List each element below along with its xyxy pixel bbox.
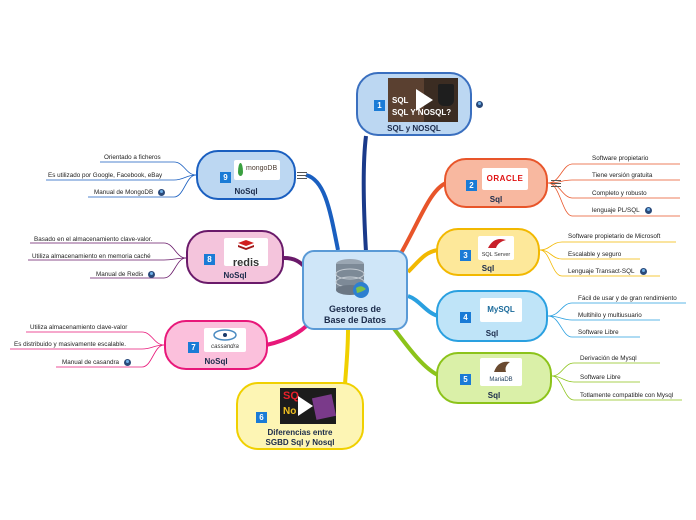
n9-leaf-2: Es utilizado por Google, Facebook, eBay xyxy=(48,172,163,179)
node-4-number: 4 xyxy=(460,312,471,323)
node-3-title: Sql xyxy=(481,264,495,273)
globe-icon[interactable] xyxy=(639,268,647,275)
n7-leaf-3: Manual de casandra xyxy=(62,359,132,366)
node-8-title: NoSql xyxy=(223,271,247,280)
sql-server-logo: SQL Server xyxy=(478,236,514,260)
node-1-globe-icon[interactable] xyxy=(476,101,483,108)
edge-center-n3 xyxy=(406,248,439,274)
node-3-sql-server[interactable]: 3 SQL Server Sql xyxy=(436,228,540,276)
mariadb-logo: MariaDB xyxy=(480,358,522,386)
leaf-lines-n8 xyxy=(28,242,187,279)
center-title-line2: Base de Datos xyxy=(323,315,387,325)
n2-leaf-3: Completo y robusto xyxy=(592,190,647,197)
edge-center-n1 xyxy=(361,135,368,253)
node-8-redis[interactable]: 8 redis NoSql xyxy=(186,230,284,284)
node-7-cassandra[interactable]: 7 cassandra NoSql xyxy=(164,320,268,370)
node-6-number: 6 xyxy=(256,412,267,423)
mongodb-logo: mongoDB xyxy=(234,160,280,180)
node-6-title-line1: Diferencias entre xyxy=(267,428,333,437)
n5-leaf-3: Totlamente compatible con Mysql xyxy=(580,392,674,399)
n2-leaf-2: Tiene versión gratuita xyxy=(592,172,653,179)
n3-leaf-3: Lenguaje Transact-SQL xyxy=(568,268,647,275)
play-icon xyxy=(416,89,433,111)
node-4-mysql[interactable]: 4 MySQL Sql xyxy=(436,290,548,342)
node-5-number: 5 xyxy=(460,374,471,385)
globe-icon[interactable] xyxy=(148,271,156,278)
n4-leaf-1: Fácil de usar y de gran rendimiento xyxy=(578,295,677,302)
node-2-number: 2 xyxy=(466,180,477,191)
node-5-title: Sql xyxy=(487,391,501,400)
node-2-title: Sql xyxy=(489,195,503,204)
play-icon xyxy=(298,396,313,416)
node-1-number: 1 xyxy=(374,100,385,111)
leaf-lines-n9 xyxy=(46,161,197,198)
node-2-notes-icon[interactable] xyxy=(550,178,562,187)
database-icon xyxy=(334,258,370,300)
n8-leaf-2: Utiliza almacenamiento en memoria caché xyxy=(32,253,151,260)
redis-logo: redis xyxy=(224,238,268,269)
n2-leaf-4: lenguaje PL/SQL xyxy=(592,207,652,214)
mysql-logo: MySQL xyxy=(480,298,522,322)
node-9-mongodb[interactable]: 9 mongoDB NoSql xyxy=(196,150,296,200)
node-6-title-line2: SGBD Sql y Nosql xyxy=(265,438,335,447)
leaf-lines-n5 xyxy=(551,362,682,401)
node-8-number: 8 xyxy=(204,254,215,265)
edge-center-n9 xyxy=(305,173,340,251)
node-5-mariadb[interactable]: 5 MariaDB Sql xyxy=(436,352,552,404)
n3-leaf-2: Escalable y seguro xyxy=(568,251,622,258)
node-3-number: 3 xyxy=(460,250,471,261)
edge-center-n2 xyxy=(398,181,447,256)
n7-leaf-1: Utiliza almacenamiento clave-valor xyxy=(30,324,128,331)
center-title-line1: Gestores de xyxy=(328,304,382,314)
node-9-notes-icon[interactable] xyxy=(296,170,308,179)
node-1-sql-y-nosql[interactable]: 1 SQL SQL Y NOSQL? SQL y NOSQL xyxy=(356,72,472,136)
node-6-diferencias[interactable]: 6 SQ No Diferencias entre SGBD Sql y Nos… xyxy=(236,382,364,450)
n9-leaf-1: Orientado a ficheros xyxy=(104,154,161,161)
n8-leaf-3: Manual de Redis xyxy=(96,271,156,278)
node-2-oracle[interactable]: 2 ORACLE Sql xyxy=(444,158,548,208)
edge-center-n4 xyxy=(407,294,439,318)
globe-icon[interactable] xyxy=(644,207,652,214)
leaf-lines-n4 xyxy=(547,302,686,338)
center-node[interactable]: Gestores de Base de Datos xyxy=(302,250,408,330)
node-4-title: Sql xyxy=(485,329,499,338)
oracle-logo: ORACLE xyxy=(482,168,528,190)
n5-leaf-2: Software Libre xyxy=(580,374,621,381)
n4-leaf-2: Multihilo y multiusuario xyxy=(578,312,642,319)
n3-leaf-1: Software propietario de Microsoft xyxy=(568,233,661,240)
video-thumbnail-6[interactable]: SQ No xyxy=(280,388,336,424)
n7-leaf-2: Es distribuido y masivamente escalable. xyxy=(14,341,126,348)
n2-leaf-1: Software propietario xyxy=(592,155,649,162)
node-9-number: 9 xyxy=(220,172,231,183)
n4-leaf-3: Software Libre xyxy=(578,329,619,336)
leaf-lines-n7 xyxy=(10,331,165,368)
edge-center-n5 xyxy=(390,324,441,378)
leaf-lines-n3 xyxy=(539,241,676,277)
edge-center-n6 xyxy=(343,329,350,385)
node-7-number: 7 xyxy=(188,342,199,353)
video-thumbnail-1[interactable]: SQL SQL Y NOSQL? xyxy=(388,78,458,122)
globe-icon[interactable] xyxy=(158,189,166,196)
n9-leaf-3: Manual de MongoDB xyxy=(94,189,166,196)
n8-leaf-1: Basado en el almacenamiento clave-valor. xyxy=(34,236,153,243)
node-1-title: SQL y NOSQL xyxy=(387,124,441,133)
node-9-title: NoSql xyxy=(234,187,258,196)
cassandra-logo: cassandra xyxy=(204,328,246,352)
n5-leaf-1: Derivación de Mysql xyxy=(580,355,637,362)
node-7-title: NoSql xyxy=(204,357,228,366)
globe-icon[interactable] xyxy=(124,359,132,366)
